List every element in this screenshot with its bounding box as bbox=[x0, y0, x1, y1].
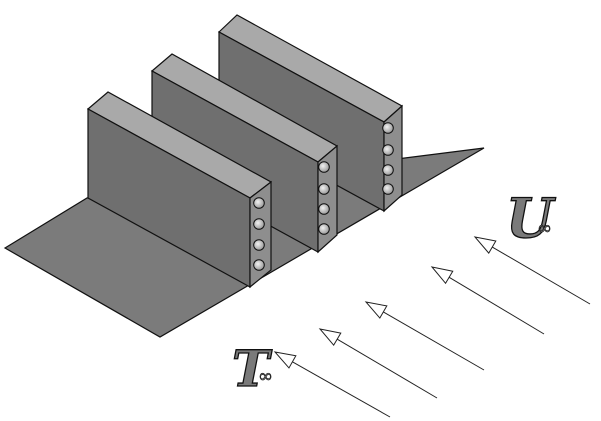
flow-arrow-shaft bbox=[492, 246, 591, 305]
flow-arrow-5 bbox=[473, 236, 591, 305]
flow-arrow-1 bbox=[273, 351, 391, 418]
flow-arrow-shaft bbox=[336, 338, 438, 399]
velocity-symbol: U bbox=[506, 186, 556, 250]
flow-arrow-head bbox=[273, 351, 297, 369]
flow-arrow-4 bbox=[430, 266, 545, 335]
temperature-label: T ∞ bbox=[231, 338, 273, 398]
velocity-label: U ∞ bbox=[505, 185, 556, 250]
fin-2-holes bbox=[318, 161, 330, 235]
flow-arrow-head bbox=[364, 301, 388, 319]
fin-3 bbox=[217, 14, 404, 213]
flow-arrow-head bbox=[473, 236, 497, 254]
flow-arrow-shaft bbox=[292, 361, 391, 418]
temperature-subscript: ∞ bbox=[258, 366, 273, 387]
flow-arrow-3 bbox=[364, 301, 485, 371]
flow-arrow-head bbox=[430, 266, 454, 285]
flow-arrow-2 bbox=[318, 328, 438, 399]
temperature-symbol: T bbox=[232, 339, 273, 398]
fin-1-holes bbox=[253, 197, 265, 271]
flow-arrow-head bbox=[318, 328, 342, 347]
flow-arrow-shaft bbox=[383, 311, 485, 371]
velocity-subscript: ∞ bbox=[537, 218, 552, 239]
flow-arrows bbox=[273, 236, 591, 418]
fin-1 bbox=[86, 91, 273, 289]
fin-3-holes bbox=[382, 122, 394, 195]
flow-arrow-shaft bbox=[448, 276, 545, 335]
